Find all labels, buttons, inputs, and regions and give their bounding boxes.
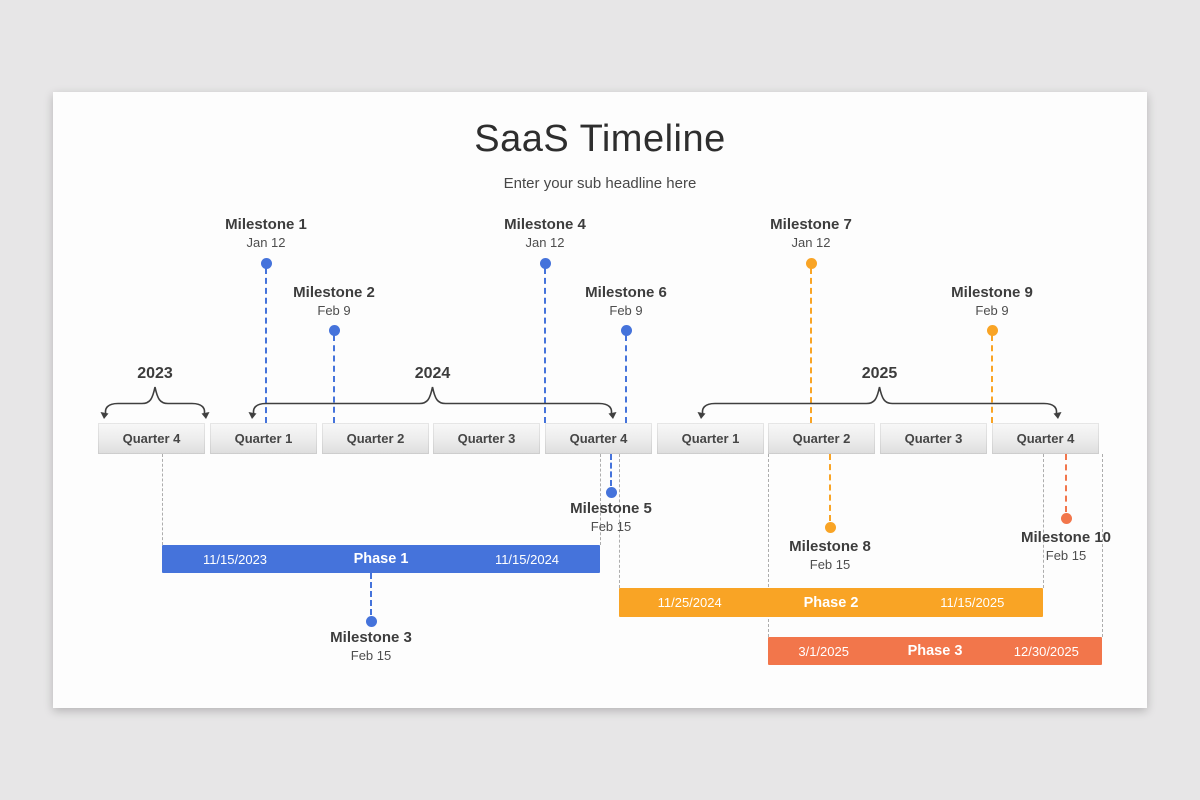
slide-subtitle: Enter your sub headline here bbox=[503, 175, 697, 192]
quarter-cell: Quarter 1 bbox=[657, 423, 764, 454]
year-label: 2023 bbox=[137, 365, 173, 382]
milestone-dot bbox=[824, 521, 836, 533]
milestone-label: Milestone 4 Jan 12 bbox=[470, 216, 620, 251]
phase-end-date: 11/15/2025 bbox=[940, 595, 1005, 610]
quarter-cell: Quarter 4 bbox=[98, 423, 205, 454]
milestone-date: Feb 15 bbox=[590, 519, 632, 534]
quarter-cell: Quarter 4 bbox=[992, 423, 1099, 454]
milestone-label: Milestone 10 Feb 15 bbox=[991, 529, 1141, 564]
milestone-connector-line bbox=[829, 454, 831, 521]
guide-line bbox=[1101, 454, 1103, 637]
milestone-name: Milestone 6 bbox=[585, 284, 667, 301]
phase-start-date: 3/1/2025 bbox=[798, 643, 849, 659]
milestone-connector-line bbox=[544, 268, 546, 423]
phase-bar: 11/25/2024 Phase 2 11/15/2025 bbox=[619, 588, 1043, 617]
milestone-connector-line bbox=[333, 335, 335, 423]
phase-start-date: 11/15/2023 bbox=[202, 551, 268, 567]
year-label: 2024 bbox=[414, 365, 451, 382]
guide-line bbox=[767, 454, 769, 637]
milestone-dot bbox=[605, 486, 617, 498]
milestone-date: Feb 9 bbox=[317, 303, 351, 318]
milestone-name: Milestone 1 bbox=[225, 216, 307, 233]
milestone-label: Milestone 5 Feb 15 bbox=[536, 500, 686, 535]
milestone-connector-line bbox=[810, 268, 812, 423]
milestone-connector-line bbox=[1065, 454, 1067, 512]
milestone-connector-line bbox=[265, 268, 267, 423]
phase-start-date: 11/25/2024 bbox=[657, 595, 722, 610]
milestone-date: Feb 15 bbox=[350, 648, 392, 663]
milestone-label: Milestone 8 Feb 15 bbox=[755, 538, 905, 573]
milestone-date: Feb 15 bbox=[809, 557, 851, 572]
milestone-date: Jan 12 bbox=[525, 235, 565, 250]
milestone-dot bbox=[365, 615, 377, 627]
milestone-name: Milestone 2 bbox=[293, 284, 375, 301]
milestone-name: Milestone 10 bbox=[1020, 529, 1112, 546]
milestone-dot bbox=[260, 257, 272, 269]
phase-bar: 11/15/2023 Phase 1 11/15/2024 bbox=[162, 545, 600, 573]
quarter-cell: Quarter 1 bbox=[210, 423, 317, 454]
milestone-name: Milestone 9 bbox=[951, 284, 1033, 301]
quarter-cell: Quarter 2 bbox=[768, 423, 875, 454]
guide-line bbox=[161, 454, 163, 545]
milestone-label: Milestone 9 Feb 9 bbox=[917, 284, 1067, 319]
milestone-date: Jan 12 bbox=[791, 235, 831, 250]
milestone-name: Milestone 3 bbox=[330, 629, 412, 646]
slide-title: SaaS Timeline bbox=[474, 118, 726, 160]
milestone-name: Milestone 7 bbox=[770, 216, 852, 233]
milestone-dot bbox=[1060, 512, 1072, 524]
milestone-name: Milestone 8 bbox=[789, 538, 871, 555]
quarter-cell: Quarter 3 bbox=[880, 423, 987, 454]
milestone-date: Feb 9 bbox=[975, 303, 1009, 318]
phase-name: Phase 1 bbox=[353, 551, 409, 567]
milestone-dot bbox=[986, 324, 998, 336]
milestone-label: Milestone 2 Feb 9 bbox=[259, 284, 409, 319]
milestone-dot bbox=[620, 324, 632, 336]
milestone-label: Milestone 1 Jan 12 bbox=[191, 216, 341, 251]
milestone-date: Feb 15 bbox=[1045, 548, 1087, 563]
milestone-dot bbox=[328, 324, 340, 336]
milestone-date: Feb 9 bbox=[609, 303, 643, 318]
phase-end-date: 11/15/2024 bbox=[494, 551, 560, 567]
milestone-connector-line bbox=[625, 335, 627, 423]
milestone-date: Jan 12 bbox=[246, 235, 286, 250]
guide-line bbox=[618, 454, 620, 588]
milestone-name: Milestone 4 bbox=[504, 216, 586, 233]
guide-line bbox=[1042, 454, 1044, 588]
milestone-label: Milestone 6 Feb 9 bbox=[551, 284, 701, 319]
milestone-connector-line bbox=[370, 573, 372, 615]
quarter-cell: Quarter 3 bbox=[433, 423, 540, 454]
guide-line bbox=[599, 454, 601, 545]
phase-end-date: 12/30/2025 bbox=[1013, 643, 1079, 659]
quarter-cell: Quarter 4 bbox=[545, 423, 652, 454]
year-label: 2025 bbox=[861, 365, 898, 382]
phase-name: Phase 2 bbox=[803, 594, 859, 611]
milestone-dot bbox=[805, 257, 817, 269]
phase-bar: 3/1/2025 Phase 3 12/30/2025 bbox=[768, 637, 1102, 665]
milestone-dot bbox=[539, 257, 551, 269]
milestone-name: Milestone 5 bbox=[570, 500, 652, 517]
milestone-label: Milestone 3 Feb 15 bbox=[296, 629, 446, 664]
phase-name: Phase 3 bbox=[907, 643, 963, 659]
milestone-connector-line bbox=[610, 454, 612, 486]
milestone-connector-line bbox=[991, 335, 993, 423]
quarter-cell: Quarter 2 bbox=[322, 423, 429, 454]
milestone-label: Milestone 7 Jan 12 bbox=[736, 216, 886, 251]
